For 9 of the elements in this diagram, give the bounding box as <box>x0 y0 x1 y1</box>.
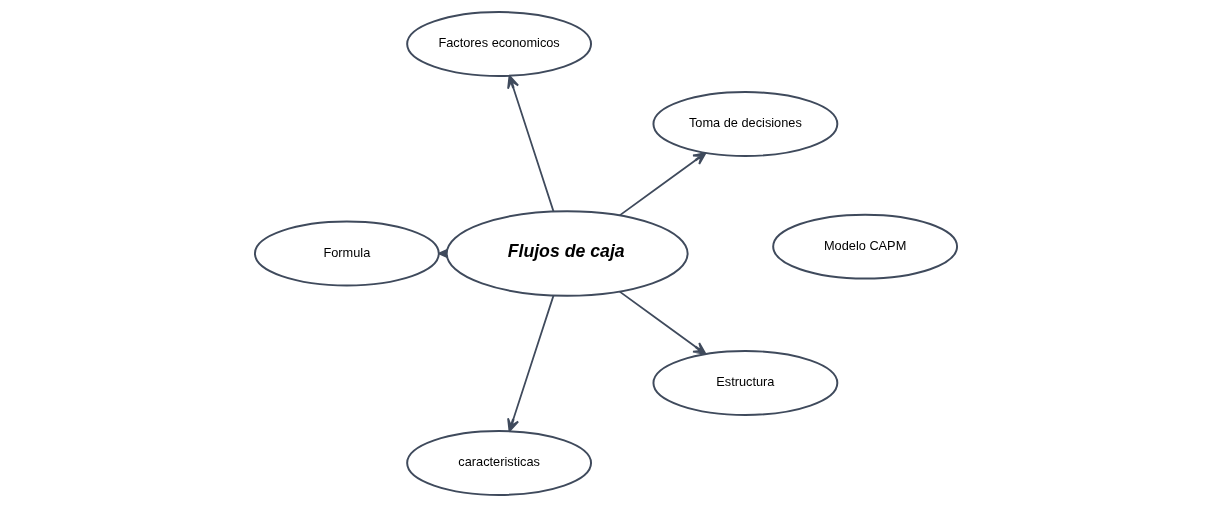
arrow <box>506 74 554 213</box>
node-ellipse: Estructura <box>651 350 838 416</box>
node-ellipse: caracteristicas <box>405 430 592 496</box>
node-ellipse: Factores economicos <box>405 11 592 77</box>
arrow <box>618 151 707 217</box>
arrow <box>506 294 554 433</box>
node-ellipse: Toma de decisiones <box>651 91 838 157</box>
node-ellipse: Formula <box>253 220 440 287</box>
node-ellipse: Modelo CAPM <box>771 213 958 280</box>
